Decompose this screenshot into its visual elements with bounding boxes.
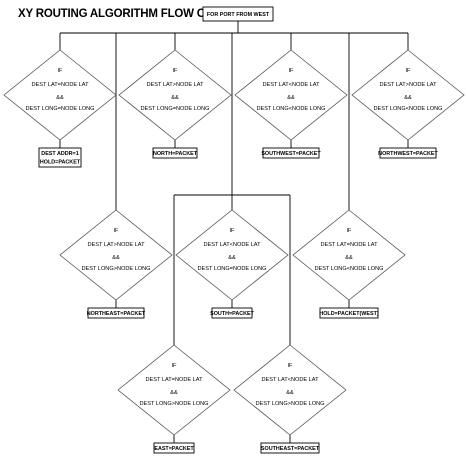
chart-title: XY ROUTING ALGORITHM FLOW CHART [18, 8, 237, 20]
decision-cond1-text: DEST LAT=NODE LAT [31, 82, 89, 88]
decision-if-text: IF [289, 68, 295, 74]
result-text: NORTHEAST=PACKET [87, 311, 146, 317]
decision-if-text: IF [406, 68, 412, 74]
decision-9: IF DEST LAT<NODE LAT && DEST LONG>NODE LONG… [233, 344, 347, 454]
decision-if-text: IF [114, 228, 120, 234]
result-text: SOUTHWEST=PACKET [261, 151, 321, 157]
decision-cond2-text: DEST LONG>NODE LONG [255, 401, 324, 407]
result-box [38, 147, 82, 168]
decision-if-text: IF [172, 363, 178, 369]
decision-1: IF DEST LAT=NODE LAT && DEST LONG=NODE LONG… [3, 49, 117, 168]
decision-diamond [3, 49, 117, 141]
result-text: NORTH=PACKET [153, 151, 198, 157]
decision-8: IF DEST LAT=NODE LAT && DEST LONG>NODE LONG… [117, 344, 231, 454]
decision-3: IF DEST LAT<NODE LAT && DEST LONG<NODE LONG… [234, 49, 348, 159]
result-text: DEST ADDR=1 [41, 151, 78, 157]
result-text: NORTHWEST=PACKET [378, 151, 438, 157]
decision-diamond [234, 49, 348, 141]
result-text: EAST=PACKET [154, 446, 194, 452]
decision-if-text: IF [347, 228, 353, 234]
decision-cond2-text: DEST LONG=NODE LONG [140, 106, 209, 112]
result-text: SOUTHEAST=PACKET [261, 446, 320, 452]
decision-cond1-text: DEST LAT<NODE LAT [261, 377, 319, 383]
decision-diamond [175, 209, 289, 301]
decision-5: IF DEST LAT>NODE LAT && DEST LONG>NODE LONG… [59, 209, 173, 319]
decision-if-text: IF [58, 68, 64, 74]
start-label: FOR PORT FROM WEST [207, 12, 270, 18]
decision-cond2-text: DEST LONG=NODE LONG [197, 266, 266, 272]
decision-diamond [292, 209, 406, 301]
result-text: HOLD=PACKET [40, 160, 81, 166]
decision-cond2-text: DEST LONG<NODE LONG [373, 106, 442, 112]
result-box [153, 442, 195, 454]
decision-cond1-text: DEST LAT>NODE LAT [146, 82, 204, 88]
decision-if-text: IF [230, 228, 236, 234]
decision-2: IF DEST LAT>NODE LAT && DEST LONG=NODE LONG… [118, 49, 232, 159]
decision-diamond [233, 344, 347, 436]
result-box [87, 307, 145, 319]
decision-6: IF DEST LAT<NODE LAT && DEST LONG=NODE LONG… [175, 209, 289, 319]
decision-cond2-text: DEST LONG<NODE LONG [314, 266, 383, 272]
decision-and-text: && [286, 390, 294, 396]
result-box [262, 147, 320, 159]
decision-4: IF DEST LAT>NODE LAT && DEST LONG<NODE LONG… [351, 49, 465, 159]
decision-and-text: && [56, 95, 64, 101]
result-box [211, 307, 253, 319]
decision-diamond [118, 49, 232, 141]
decision-cond1-text: DEST LAT>NODE LAT [87, 242, 145, 248]
result-text: SOUTH=PACKET [210, 311, 254, 317]
decision-cond1-text: DEST LAT<NODE LAT [262, 82, 320, 88]
decision-if-text: IF [173, 68, 179, 74]
decision-cond1-text: DEST LAT=NODE LAT [145, 377, 203, 383]
decision-cond1-text: DEST LAT=NODE LAT [320, 242, 378, 248]
decision-cond2-text: DEST LONG=NODE LONG [25, 106, 94, 112]
decision-and-text: && [345, 255, 353, 261]
decision-and-text: && [287, 95, 295, 101]
connectors [59, 21, 409, 443]
decision-cond2-text: DEST LONG>NODE LONG [139, 401, 208, 407]
start-box [202, 6, 274, 22]
nodes: FOR PORT FROM WEST IF DEST LAT=NODE LAT && D… [3, 6, 465, 454]
decision-cond1-text: DEST LAT<NODE LAT [203, 242, 261, 248]
decision-cond2-text: DEST LONG<NODE LONG [256, 106, 325, 112]
decision-7: IF DEST LAT=NODE LAT && DEST LONG<NODE LONG… [292, 209, 406, 319]
result-box [319, 307, 379, 319]
decision-diamond [351, 49, 465, 141]
decision-and-text: && [228, 255, 236, 261]
decision-and-text: && [171, 95, 179, 101]
decision-and-text: && [112, 255, 120, 261]
result-text: HOLD=PACKET(WEST) [319, 311, 379, 317]
result-box [152, 147, 198, 159]
decision-cond1-text: DEST LAT>NODE LAT [379, 82, 437, 88]
result-box [379, 147, 437, 159]
decision-diamond [59, 209, 173, 301]
decision-and-text: && [404, 95, 412, 101]
decision-cond2-text: DEST LONG>NODE LONG [81, 266, 150, 272]
decision-and-text: && [170, 390, 178, 396]
result-box [260, 442, 320, 454]
decision-if-text: IF [288, 363, 294, 369]
decision-diamond [117, 344, 231, 436]
